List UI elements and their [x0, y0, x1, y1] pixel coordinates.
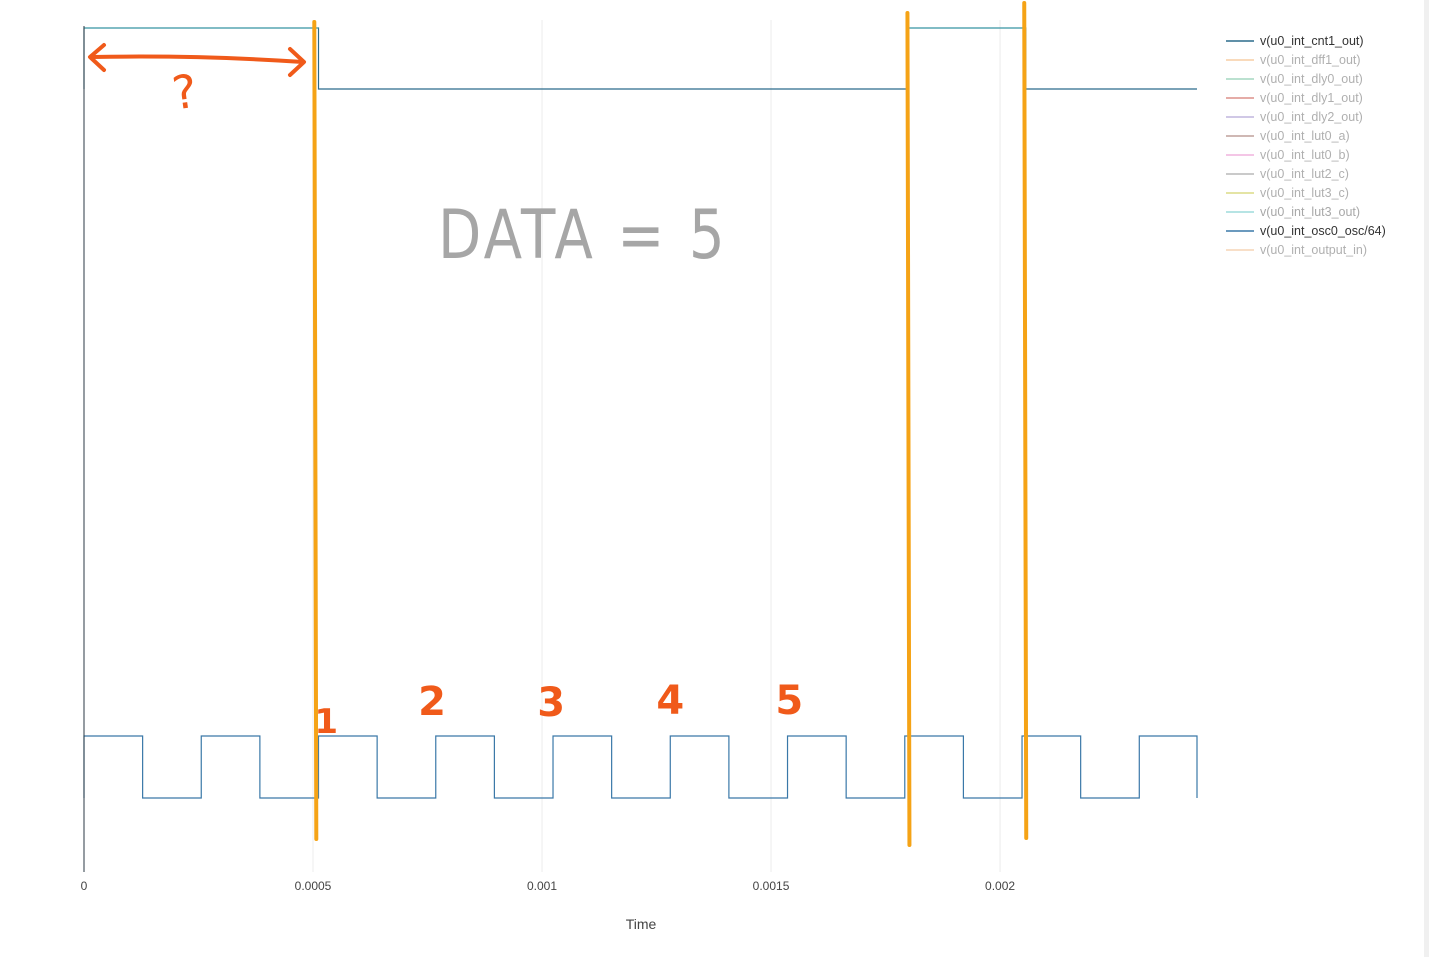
- x-tick-label-2: 0.001: [527, 879, 557, 893]
- legend-label-8: v(u0_int_lut3_c): [1260, 186, 1349, 200]
- x-tick-label-0: 0: [81, 879, 88, 893]
- legend: v(u0_int_cnt1_out) v(u0_int_dff1_out) v(u0…: [1226, 34, 1386, 257]
- legend-item-11[interactable]: v(u0_int_output_in): [1226, 243, 1367, 257]
- pulse-count-4: 4: [656, 678, 684, 724]
- x-axis-title: Time: [626, 916, 657, 932]
- legend-item-2[interactable]: v(u0_int_dly0_out): [1226, 72, 1363, 86]
- x-tick-label-3: 0.0015: [753, 879, 790, 893]
- legend-label-3: v(u0_int_dly1_out): [1260, 91, 1363, 105]
- pulse-count-1: 1: [314, 702, 338, 742]
- legend-item-5[interactable]: v(u0_int_lut0_a): [1226, 129, 1350, 143]
- legend-label-4: v(u0_int_dly2_out): [1260, 110, 1363, 124]
- legend-label-0: v(u0_int_cnt1_out): [1260, 34, 1364, 48]
- orange-marker-3: [1022, 1, 1029, 840]
- pulse-count-5: 5: [775, 678, 803, 724]
- series-traces: [83, 27, 1198, 799]
- legend-item-7[interactable]: v(u0_int_lut2_c): [1226, 167, 1349, 181]
- arrow-head-right: [288, 47, 306, 77]
- legend-item-8[interactable]: v(u0_int_lut3_c): [1226, 186, 1349, 200]
- legend-item-0[interactable]: v(u0_int_cnt1_out): [1226, 34, 1364, 48]
- pulse-count-2: 2: [418, 679, 446, 725]
- handwritten-annotations: ? DATA = 5 1 2 3 4 5: [88, 1, 1029, 847]
- legend-label-2: v(u0_int_dly0_out): [1260, 72, 1363, 86]
- legend-label-6: v(u0_int_lut0_b): [1260, 148, 1350, 162]
- legend-item-3[interactable]: v(u0_int_dly1_out): [1226, 91, 1363, 105]
- legend-label-5: v(u0_int_lut0_a): [1260, 129, 1350, 143]
- trace-10: [83, 735, 1198, 799]
- legend-item-10[interactable]: v(u0_int_osc0_osc/64): [1226, 224, 1386, 238]
- question-mark-annotation: ?: [169, 64, 201, 121]
- legend-label-9: v(u0_int_lut3_out): [1260, 205, 1360, 219]
- pulse-count-3: 3: [537, 680, 565, 726]
- orange-marker-1: [312, 20, 319, 841]
- legend-label-11: v(u0_int_output_in): [1260, 243, 1367, 257]
- data-equals-annotation: DATA = 5: [438, 196, 728, 275]
- x-tick-label-4: 0.002: [985, 879, 1015, 893]
- arrow-head-left: [88, 43, 106, 72]
- x-tick-label-1: 0.0005: [295, 879, 332, 893]
- legend-label-7: v(u0_int_lut2_c): [1260, 167, 1349, 181]
- gridlines: [312, 20, 1001, 872]
- legend-item-4[interactable]: v(u0_int_dly2_out): [1226, 110, 1363, 124]
- legend-item-9[interactable]: v(u0_int_lut3_out): [1226, 205, 1360, 219]
- orange-marker-2: [905, 11, 912, 847]
- legend-label-1: v(u0_int_dff1_out): [1260, 53, 1361, 67]
- x-axis: 0 0.0005 0.001 0.0015 0.002: [81, 26, 1015, 893]
- legend-item-6[interactable]: v(u0_int_lut0_b): [1226, 148, 1350, 162]
- legend-label-10: v(u0_int_osc0_osc/64): [1260, 224, 1386, 238]
- arrow-shaft: [90, 54, 305, 64]
- legend-item-1[interactable]: v(u0_int_dff1_out): [1226, 53, 1361, 67]
- scrollbar-edge[interactable]: [1424, 0, 1429, 957]
